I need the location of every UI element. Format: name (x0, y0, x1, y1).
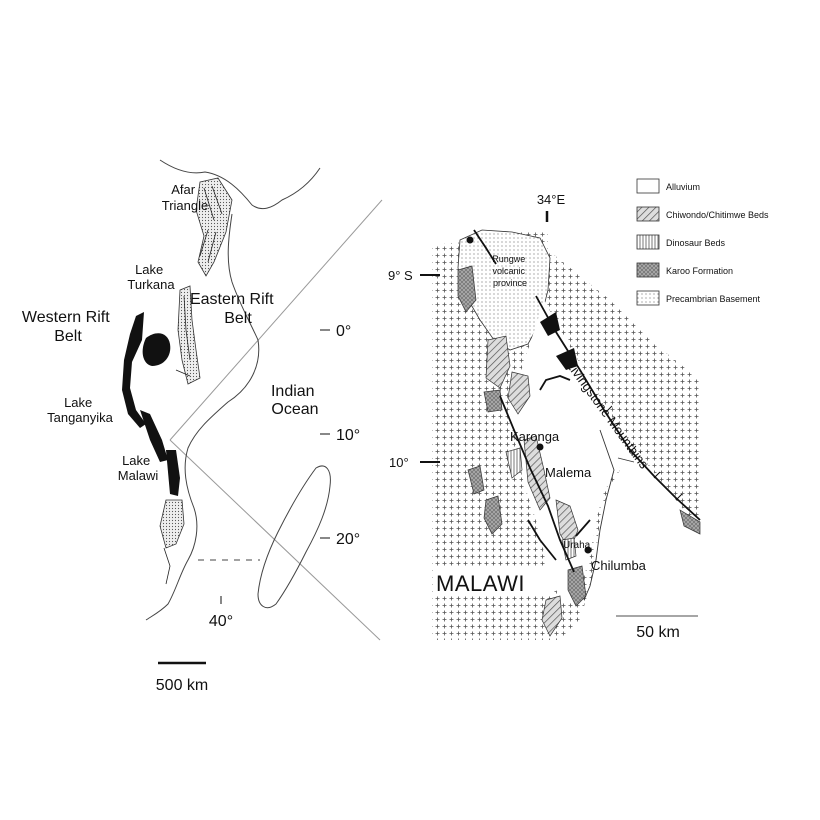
karoo-patch-6 (679, 509, 701, 535)
lake-tanganyika (140, 410, 168, 462)
lake-victoria (142, 333, 171, 366)
arrow-marker-1 (540, 312, 560, 336)
legend-label-dinosaur: Dinosaur Beds (666, 238, 726, 248)
legend-swatch-dinosaur (636, 234, 660, 250)
longitude-40-label: 40° (209, 613, 233, 630)
right-scale-bar-label: 50 km (636, 624, 680, 641)
eastern-rift-belt-label: Eastern Rift Belt (190, 291, 278, 327)
east-africa-rift-map: Afar Triangle Lake Turkana Eastern Rift … (22, 159, 383, 694)
africa-coastline (145, 159, 321, 621)
uraha-label: Uraha (563, 540, 591, 551)
chiwondo-patch-2 (507, 371, 531, 415)
arrow-marker-2 (556, 348, 578, 370)
livingstone-fault (535, 295, 701, 521)
inset-guide-line-lower (169, 439, 381, 641)
legend-label-alluvium: Alluvium (666, 182, 700, 192)
lake-malawi-shoreline (583, 429, 635, 601)
legend-label-chiwondo: Chiwondo/Chitimwe Beds (666, 210, 769, 220)
karonga-dot (536, 443, 544, 451)
lake-malawi (166, 450, 180, 496)
indian-ocean-label: Indian Ocean (271, 383, 319, 418)
lake-turkana-label: Lake Turkana (127, 262, 175, 292)
western-rift-belt-label: Western Rift Belt (22, 309, 114, 345)
legend-label-karoo: Karoo Formation (666, 266, 733, 276)
karoo-patch-1 (457, 265, 477, 313)
chiwondo-patch-1 (485, 335, 511, 389)
chiwondo-patch-5 (541, 595, 563, 637)
chilumba-label: Chilumba (591, 558, 647, 573)
malawi-country-label: MALAWI (436, 571, 525, 596)
basin-fault-east (527, 375, 591, 561)
chiwondo-patch-3 (523, 435, 551, 511)
map-legend: Alluvium Chiwondo/Chitimwe Beds Dinosaur… (636, 178, 769, 306)
malema-label: Malema (545, 465, 592, 480)
legend-label-precambrian: Precambrian Basement (666, 294, 761, 304)
left-scale-bar-label: 500 km (156, 677, 208, 694)
lake-malawi-label: Lake Malawi (118, 453, 159, 483)
eastern-rift-belt (177, 285, 201, 385)
southern-rift-zone (159, 499, 185, 549)
karoo-patch-4 (483, 495, 503, 535)
karonga-label: Karonga (510, 429, 560, 444)
legend-swatch-karoo (636, 262, 660, 278)
malawi-geology-map: 34°E 9° S 10° Rungwe volcanic province L… (388, 192, 701, 641)
afar-triangle-label: Afar Triangle (162, 182, 208, 213)
rungwe-town-dot (466, 236, 474, 244)
madagascar-outline (257, 465, 331, 609)
inset-guide-line-upper (169, 199, 383, 441)
western-rift-belt (122, 312, 146, 428)
rungwe-label: Rungwe volcanic province (492, 254, 528, 288)
latitude-9s-label: 9° S (388, 268, 413, 283)
latitude-0-label: 0° (336, 323, 351, 340)
karoo-patch-3 (467, 465, 485, 495)
karoo-patch-5 (567, 565, 587, 607)
legend-swatch-alluvium (636, 178, 660, 194)
afar-rift-zone (195, 177, 233, 277)
basin-fault-west (473, 229, 575, 573)
latitude-20-label: 20° (336, 531, 360, 548)
latitude-10-label: 10° (336, 427, 360, 444)
lake-tanganyika-label: Lake Tanganyika (47, 395, 114, 425)
legend-swatch-chiwondo (636, 206, 660, 222)
longitude-34-label: 34°E (537, 192, 566, 207)
dinosaur-beds-1 (505, 447, 523, 479)
legend-swatch-precambrian (636, 290, 660, 306)
karoo-patch-2 (483, 389, 503, 413)
chilumba-dot (584, 546, 592, 554)
fault-ticks (605, 405, 683, 501)
latitude-10-label-right: 10° (389, 455, 409, 470)
